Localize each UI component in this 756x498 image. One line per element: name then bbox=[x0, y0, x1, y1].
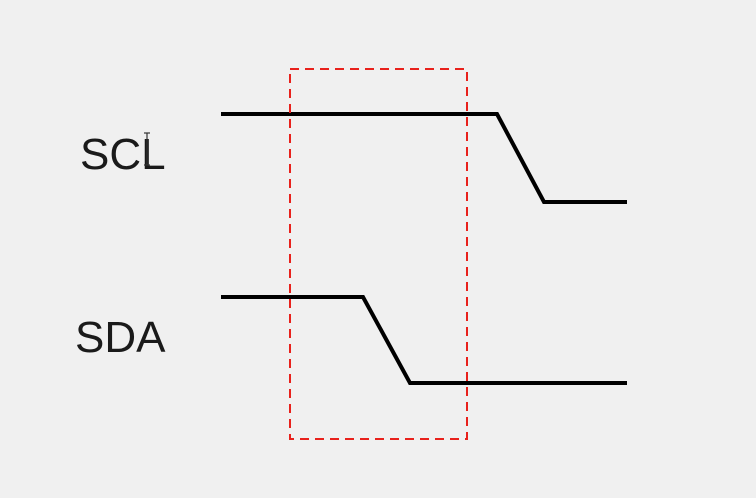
sda-waveform bbox=[221, 295, 627, 385]
start-condition-highlight-box bbox=[289, 68, 468, 440]
scl-label: SCL bbox=[80, 130, 166, 179]
sda-label: SDA bbox=[75, 313, 166, 362]
scl-waveform bbox=[221, 112, 627, 204]
text-cursor-icon bbox=[144, 132, 150, 166]
